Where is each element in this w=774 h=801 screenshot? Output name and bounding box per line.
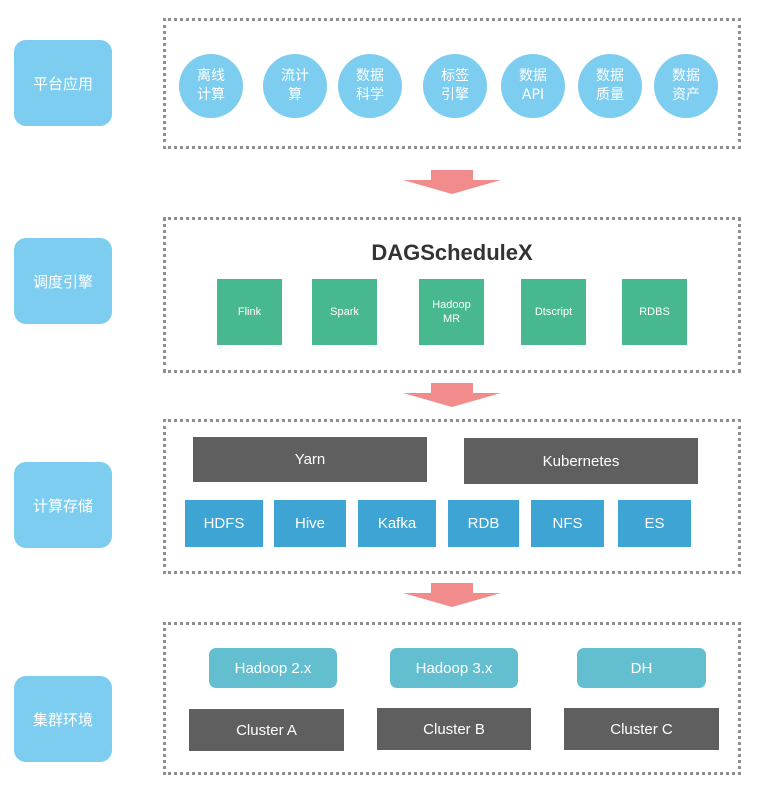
resource-manager-yarn: Yarn xyxy=(193,437,427,482)
engine-rdbs: RDBS xyxy=(622,279,687,345)
engine-flink: Flink xyxy=(217,279,282,345)
app-label-line1: 数据 xyxy=(519,68,547,84)
engine-label-line2: MR xyxy=(442,313,461,325)
resource-manager-kubernetes: Kubernetes xyxy=(464,438,698,484)
cluster-panel xyxy=(163,622,741,775)
layer-label-cluster: 集群环境 xyxy=(14,676,112,762)
storage-hdfs: HDFS xyxy=(185,500,263,547)
engine-label-line1: RDBS xyxy=(639,306,670,318)
down-arrow-icon xyxy=(403,383,501,407)
app-bubble-offline: 离线 计算 xyxy=(179,54,243,118)
layer-label-storage: 计算存储 xyxy=(14,462,112,548)
app-label-line2: 资产 xyxy=(672,87,700,103)
app-bubble-datascience: 数据 科学 xyxy=(338,54,402,118)
app-label-line2: 引擎 xyxy=(441,87,469,103)
engine-dtscript: Dtscript xyxy=(521,279,586,345)
cluster-c: Cluster C xyxy=(564,708,719,750)
engine-label-line1: Flink xyxy=(237,306,262,318)
app-bubble-tag-engine: 标签 引擎 xyxy=(423,54,487,118)
compute-storage-panel xyxy=(163,419,741,574)
engine-label-line1: Hadoop xyxy=(432,299,471,311)
engine-hadoop-mr: Hadoop MR xyxy=(419,279,484,345)
engine-spark: Spark xyxy=(312,279,377,345)
storage-rdb: RDB xyxy=(448,500,519,547)
app-label-line2: API xyxy=(521,87,545,103)
app-label-line1: 离线 xyxy=(197,68,225,84)
scheduler-title: DAGScheduleX xyxy=(371,240,533,265)
cluster-b: Cluster B xyxy=(377,708,531,750)
app-label-line1: 数据 xyxy=(356,68,384,84)
cluster-version-hadoop3: Hadoop 3.x xyxy=(390,648,518,688)
down-arrow-icon xyxy=(403,583,501,607)
storage-es: ES xyxy=(618,500,691,547)
app-label-line1: 标签 xyxy=(441,68,469,84)
layer-label-platform: 平台应用 xyxy=(14,40,112,126)
app-label-line1: 流计 xyxy=(281,68,309,84)
app-label-line2: 质量 xyxy=(596,87,624,103)
cluster-version-hadoop2: Hadoop 2.x xyxy=(209,648,337,688)
app-bubble-data-api: 数据 API xyxy=(501,54,565,118)
engine-label-line1: Dtscript xyxy=(534,306,573,318)
schedule-panel xyxy=(163,217,741,373)
layer-label-schedule: 调度引擎 xyxy=(14,238,112,324)
down-arrow-icon xyxy=(403,170,501,194)
app-label-line1: 数据 xyxy=(596,68,624,84)
app-label-line2: 科学 xyxy=(356,87,384,103)
storage-hive: Hive xyxy=(274,500,346,547)
engine-label-line1: Spark xyxy=(330,306,359,318)
storage-kafka: Kafka xyxy=(358,500,436,547)
app-bubble-data-quality: 数据 质量 xyxy=(578,54,642,118)
app-label-line2: 计算 xyxy=(197,87,225,103)
app-label-line1: 数据 xyxy=(672,68,700,84)
storage-nfs: NFS xyxy=(531,500,604,547)
cluster-version-dh: DH xyxy=(577,648,706,688)
app-bubble-stream: 流计 算 xyxy=(263,54,327,118)
app-label-line2: 算 xyxy=(288,87,302,103)
platform-panel xyxy=(163,18,741,149)
app-bubble-data-assets: 数据 资产 xyxy=(654,54,718,118)
cluster-a: Cluster A xyxy=(189,709,344,751)
